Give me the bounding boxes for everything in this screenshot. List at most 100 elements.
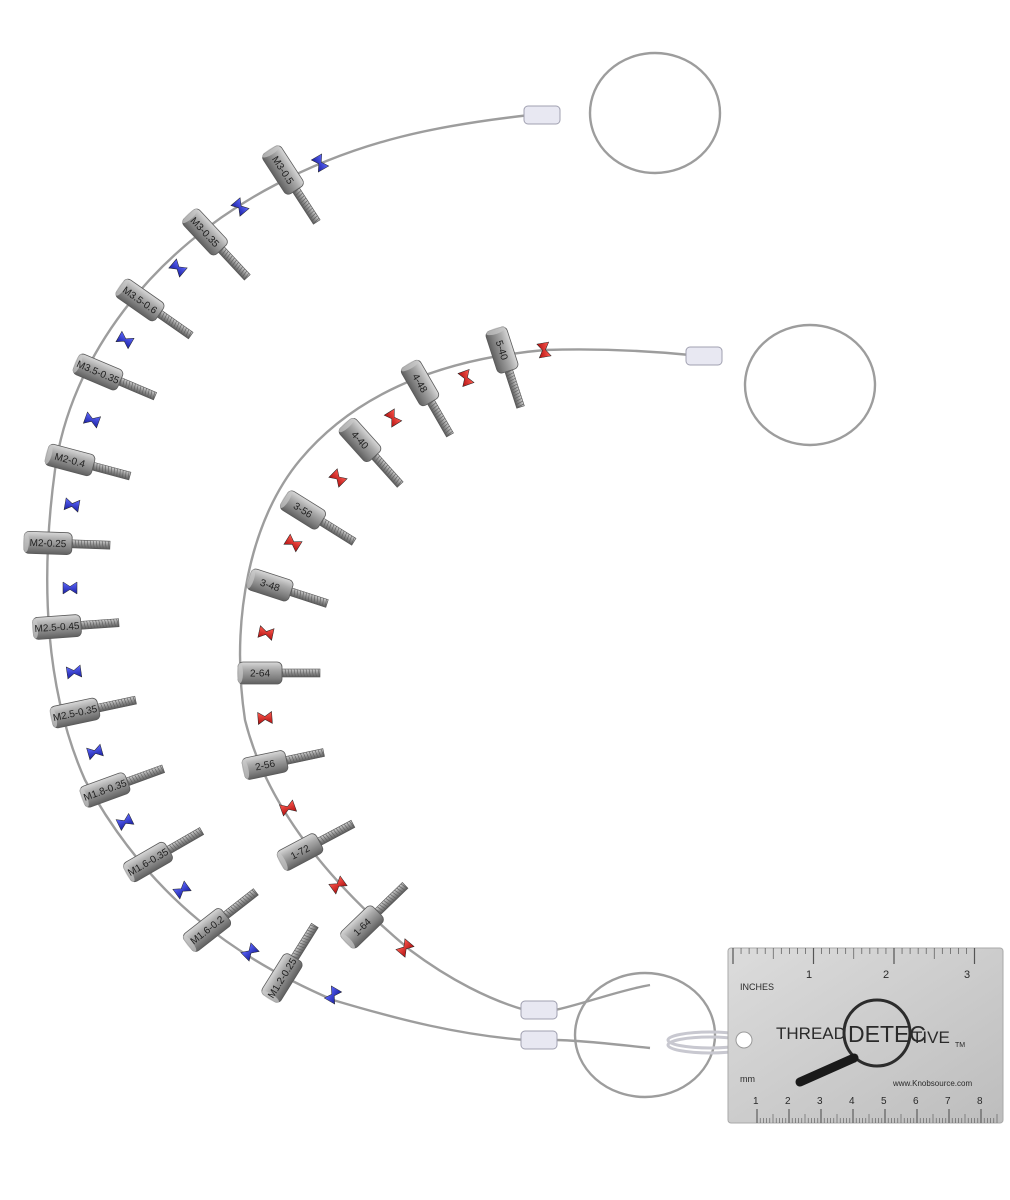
thread-line bbox=[308, 668, 311, 678]
mm-number-6: 6 bbox=[913, 1096, 919, 1107]
thread-line bbox=[325, 599, 327, 608]
thread-line bbox=[311, 215, 318, 222]
thread-line bbox=[83, 540, 86, 549]
inch-number-1: 1 bbox=[806, 969, 812, 981]
metric-thread-gauge: M1.6-0.2 bbox=[182, 888, 259, 952]
thread-line bbox=[310, 594, 313, 603]
bead-shape bbox=[62, 581, 78, 595]
thread-line bbox=[444, 428, 452, 435]
thread-line bbox=[179, 838, 186, 846]
thread-line bbox=[512, 392, 521, 397]
threaded-stud bbox=[67, 539, 111, 550]
thread-line bbox=[384, 466, 390, 474]
gauge-label: 2-64 bbox=[250, 669, 270, 680]
metric-bead bbox=[62, 581, 78, 595]
thread-line bbox=[109, 701, 113, 710]
thread-line bbox=[145, 770, 151, 779]
thread-line bbox=[125, 379, 128, 389]
inches-label: INCHES bbox=[740, 982, 774, 992]
imperial-thread-gauge: 3-48 bbox=[246, 568, 329, 608]
thread-line bbox=[306, 207, 313, 214]
thread-line bbox=[330, 524, 335, 533]
thread-line bbox=[381, 902, 389, 908]
metric-loop-crimp bbox=[523, 105, 561, 125]
thread-line bbox=[107, 466, 110, 475]
thread-line bbox=[128, 776, 134, 785]
thread-line bbox=[116, 618, 119, 627]
thread-line bbox=[168, 317, 173, 325]
metric-bead bbox=[115, 813, 135, 831]
thread-line bbox=[230, 906, 237, 913]
thread-line bbox=[328, 522, 332, 531]
thread-line bbox=[299, 197, 307, 204]
thread-line bbox=[305, 752, 310, 760]
thread-line bbox=[83, 621, 86, 630]
thread-line bbox=[441, 423, 449, 429]
thread-line bbox=[100, 703, 104, 712]
imperial-thread-gauge: 3-56 bbox=[280, 490, 357, 546]
thread-line bbox=[327, 832, 334, 840]
imperial-thread-gauge: 5-40 bbox=[485, 326, 525, 409]
bottom-crimp-lower bbox=[520, 1030, 558, 1050]
thread-line bbox=[514, 397, 523, 403]
thread-line bbox=[177, 324, 182, 332]
thread-line bbox=[117, 699, 122, 708]
thread-line bbox=[122, 378, 125, 387]
thread-line bbox=[86, 540, 89, 549]
mm-number-7: 7 bbox=[945, 1096, 951, 1107]
thread-line bbox=[244, 895, 252, 902]
thread-line bbox=[323, 519, 327, 528]
thread-line bbox=[89, 620, 92, 629]
thread-line bbox=[197, 828, 204, 835]
mm-scale-ticks bbox=[756, 1109, 998, 1123]
thread-line bbox=[376, 457, 382, 465]
thread-line bbox=[80, 540, 83, 549]
bead-shape bbox=[257, 711, 273, 725]
thread-line bbox=[113, 467, 115, 476]
gauge-end-cap bbox=[261, 990, 279, 1003]
brand-tive: TIVE bbox=[912, 1028, 950, 1047]
metric-thread-gauge: M3.5-0.35 bbox=[72, 353, 158, 401]
metric-thread-gauge: M1.2-0.25 bbox=[261, 922, 319, 1003]
thread-line bbox=[435, 412, 443, 419]
metric-bead bbox=[86, 743, 104, 761]
thread-line bbox=[232, 904, 240, 911]
imperial-thread-gauge: 4-40 bbox=[338, 417, 404, 488]
thread-line bbox=[171, 843, 178, 850]
gauge-end-cap bbox=[486, 326, 506, 336]
thread-line bbox=[297, 753, 301, 762]
thread-line bbox=[390, 473, 396, 481]
bead-shape bbox=[63, 497, 81, 513]
thread-line bbox=[192, 831, 199, 838]
thread-line bbox=[511, 389, 520, 394]
mm-number-1: 1 bbox=[753, 1096, 759, 1107]
thread-line bbox=[101, 464, 104, 473]
thread-line bbox=[341, 825, 347, 833]
gauge-end-cap bbox=[276, 852, 288, 871]
thread-line bbox=[130, 382, 133, 391]
thread-line bbox=[225, 253, 231, 261]
thread-line bbox=[431, 405, 438, 411]
thread-line bbox=[429, 402, 437, 409]
thread-line bbox=[104, 619, 107, 628]
thread-line bbox=[308, 751, 313, 760]
metric-gauge-string: M3-0.5M3-0.35M3.5-0.6M3.5-0.35M2-0.4M2-0… bbox=[22, 145, 343, 1005]
thread-line bbox=[388, 471, 394, 479]
thread-line bbox=[290, 668, 293, 678]
thread-line bbox=[95, 540, 98, 549]
thread-line bbox=[163, 313, 168, 322]
thread-line bbox=[237, 900, 244, 907]
thread-line bbox=[349, 821, 355, 828]
thread-line bbox=[308, 210, 315, 217]
thread-line bbox=[125, 470, 127, 480]
thread-line bbox=[246, 893, 254, 900]
bead-shape bbox=[65, 664, 83, 680]
thread-line bbox=[241, 270, 248, 278]
thread-line bbox=[305, 592, 307, 601]
thread-line bbox=[509, 383, 518, 389]
imperial-wire bbox=[238, 323, 877, 1012]
bead-shape bbox=[115, 813, 135, 831]
thread-line bbox=[110, 619, 113, 628]
thread-line bbox=[195, 829, 201, 837]
imperial-loop-crimp bbox=[685, 346, 723, 366]
